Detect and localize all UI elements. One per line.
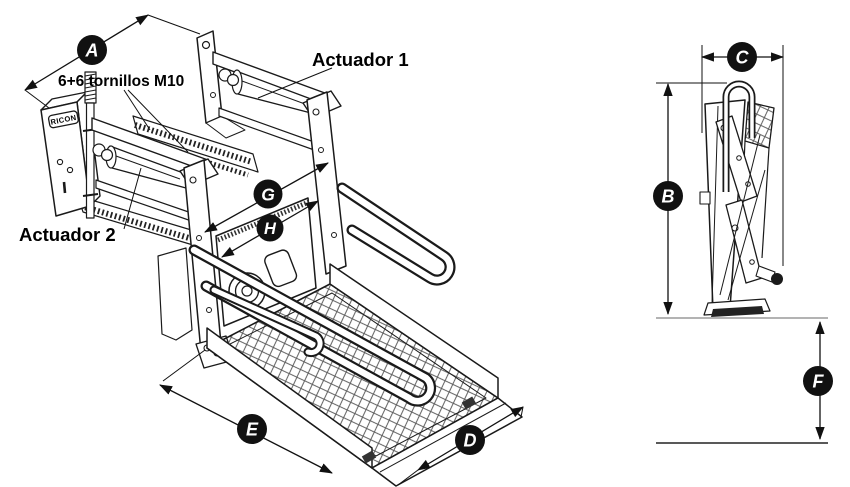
left-handrail: [188, 244, 437, 407]
bracket-plate-far: [196, 30, 246, 139]
mast-clamp: [699, 191, 711, 205]
actuator1-leader: [257, 67, 333, 99]
svg-text:G: G: [261, 185, 275, 205]
right-handrail: [336, 182, 456, 286]
dimension-badge-a: A: [77, 35, 107, 65]
actuator1-label: Actuador 1: [312, 49, 409, 70]
hex-nut: [100, 148, 114, 162]
foot-pad: [703, 298, 771, 317]
hex-nut: [226, 73, 240, 87]
ricon-logo: RICON: [47, 110, 79, 129]
roller-wheel: [755, 265, 783, 285]
dimension-badge-c: C: [727, 42, 757, 72]
dimension-badge-f: F: [803, 366, 833, 396]
rollstop-hinge: [461, 396, 477, 410]
side-view: [656, 45, 828, 444]
svg-text:B: B: [662, 187, 675, 207]
dimension-badge-d: D: [455, 425, 485, 455]
svg-text:F: F: [813, 372, 825, 392]
fold-plate: [157, 247, 193, 341]
rollstop-hinge: [361, 450, 377, 464]
actuator2-label: Actuador 2: [19, 224, 116, 245]
dimension-badge-e: E: [237, 414, 267, 444]
bolts-label: 6+6 tornillos M10: [58, 73, 184, 90]
svg-text:D: D: [464, 431, 477, 451]
dimension-badge-g: G: [253, 179, 283, 209]
actuator2-leader: [123, 167, 142, 230]
svg-text:H: H: [264, 220, 277, 238]
folded-handrail: [722, 80, 756, 192]
dimension-line-a: [24, 14, 201, 109]
svg-text:A: A: [85, 41, 99, 61]
isometric-view: RICON: [19, 14, 524, 487]
svg-text:E: E: [246, 420, 259, 440]
dimension-badge-b: B: [653, 181, 683, 211]
actuator2-arm-assembly: [91, 117, 209, 227]
dimension-badges: A G H E D C B F: [77, 35, 833, 455]
leader-lines: [123, 67, 333, 230]
folded-lift: [699, 80, 783, 317]
dimension-badge-h: H: [256, 214, 284, 242]
svg-text:C: C: [736, 48, 750, 68]
